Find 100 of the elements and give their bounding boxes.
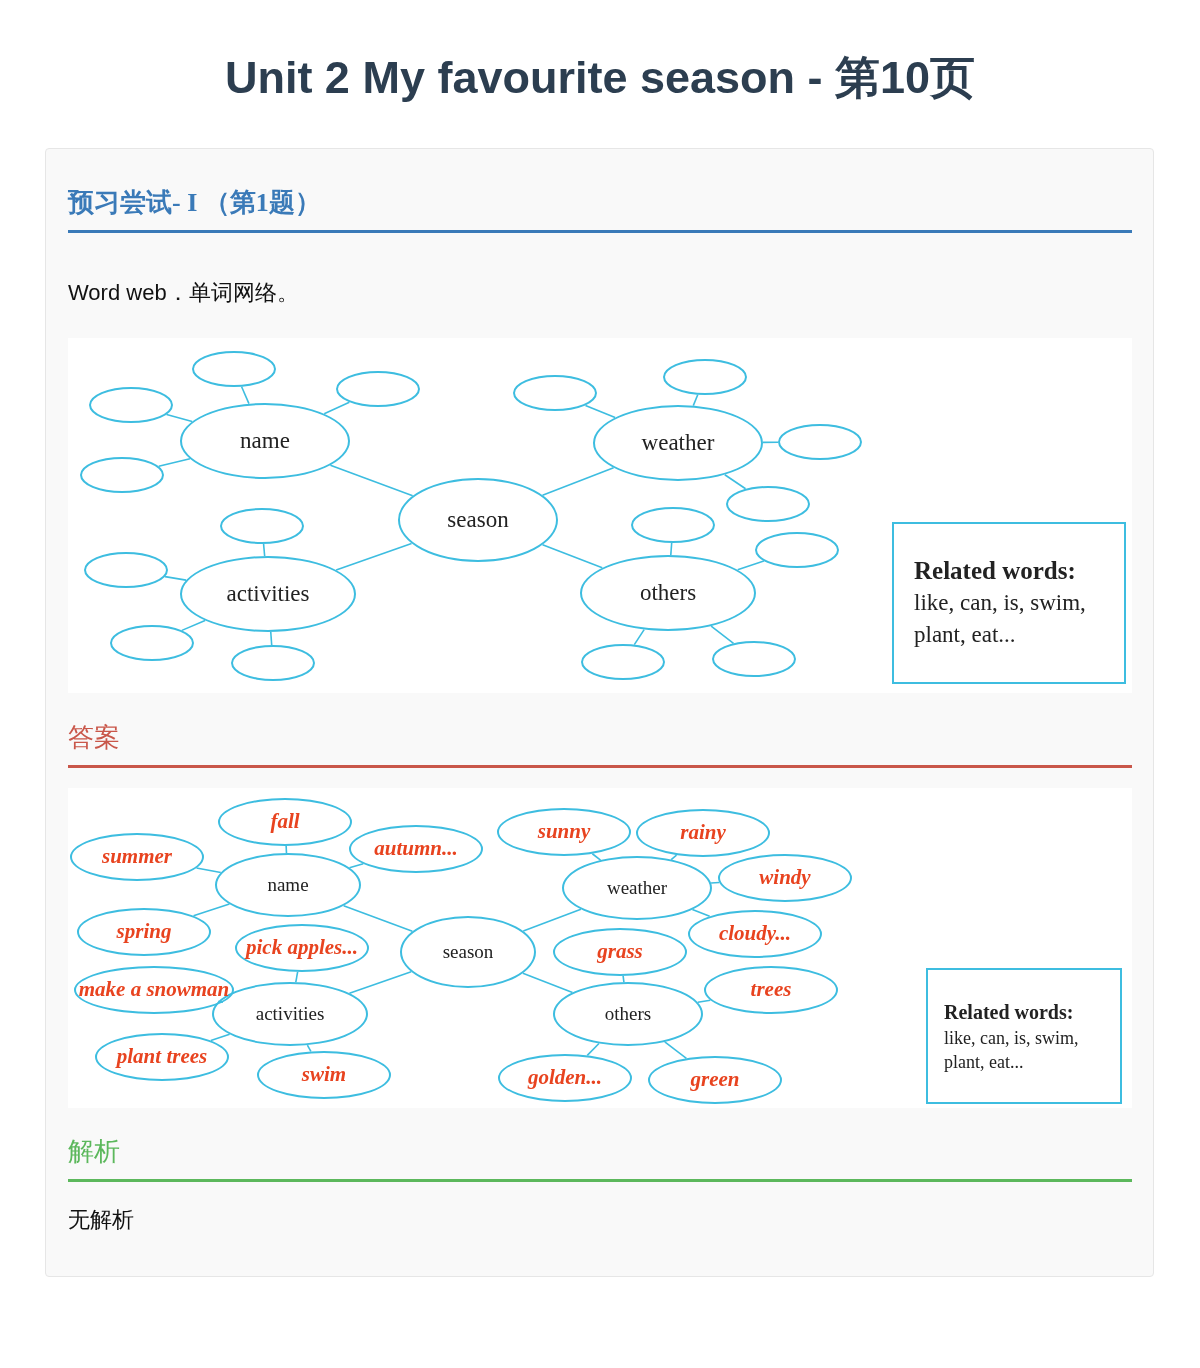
word-bubble <box>498 1054 632 1102</box>
answer-word: fall <box>270 808 300 836</box>
word-bubble <box>497 808 631 856</box>
related-words-box <box>892 522 1126 684</box>
connector-line <box>262 543 266 557</box>
connector-line <box>306 1044 312 1053</box>
empty-bubble <box>89 387 173 423</box>
connector-line <box>670 854 678 861</box>
connector-line <box>736 560 765 571</box>
word-bubble <box>704 966 838 1014</box>
connector-line <box>670 542 673 556</box>
word-bubble <box>400 916 536 988</box>
topic-word: season <box>447 505 509 534</box>
answer-word: spring <box>116 918 172 946</box>
empty-bubble <box>110 625 194 661</box>
connector-line <box>195 867 222 874</box>
box-heading: Related words: <box>944 1000 1075 1025</box>
word-bubble <box>398 478 558 562</box>
word-bubble <box>553 928 687 976</box>
word-bubble <box>235 924 369 972</box>
connector-line <box>181 619 206 632</box>
empty-bubble <box>663 359 747 395</box>
related-words-box <box>926 968 1122 1104</box>
word-bubble <box>648 1056 782 1104</box>
empty-bubble <box>513 375 597 411</box>
connector-line <box>541 467 615 496</box>
connector-line <box>663 1041 688 1060</box>
connector-line <box>164 575 187 581</box>
word-bubble <box>95 1033 229 1081</box>
answer-word: autumn... <box>374 835 458 863</box>
word-bubble <box>718 854 852 902</box>
connector-line <box>724 473 747 490</box>
topic-word: others <box>604 1001 652 1026</box>
empty-bubble <box>778 424 862 460</box>
empty-bubble <box>336 371 420 407</box>
empty-bubble <box>581 644 665 680</box>
empty-bubble <box>726 486 810 522</box>
connector-line <box>342 904 414 933</box>
connector-line <box>586 1042 600 1057</box>
instruction-text: Word web．单词网络。 <box>68 280 299 305</box>
word-bubble <box>349 825 483 873</box>
word-bubble <box>74 966 234 1014</box>
word-bubble <box>180 403 350 479</box>
word-bubble <box>553 982 703 1046</box>
connector-line <box>192 903 231 917</box>
empty-bubble <box>84 552 168 588</box>
connector-line <box>335 542 413 571</box>
answer-word: plant trees <box>116 1043 208 1071</box>
empty-bubble <box>192 351 276 387</box>
connector-line <box>710 625 735 645</box>
word-bubble <box>580 555 756 631</box>
connector-line <box>622 975 625 983</box>
answer-word: summer <box>102 843 172 871</box>
answer-word: golden... <box>527 1064 603 1092</box>
word-list: like, can, is, swim, plant, eat... <box>944 1026 1104 1074</box>
box-heading: Related words: <box>914 556 1077 586</box>
connector-line <box>691 908 711 918</box>
word-bubble <box>688 910 822 958</box>
connector-line <box>762 441 779 444</box>
word-bubble <box>636 809 770 857</box>
section-heading: 解析 <box>68 1137 120 1166</box>
connector-line <box>269 631 273 646</box>
connector-line <box>710 881 720 884</box>
connector-line <box>348 863 365 869</box>
word-list: like, can, is, swim, plant, eat... <box>914 587 1104 651</box>
answer-word: make a snowman <box>78 976 230 1004</box>
word-bubble <box>218 798 352 846</box>
connector-line <box>165 413 193 423</box>
connector-line <box>285 845 288 854</box>
empty-bubble <box>755 532 839 568</box>
connector-line <box>329 464 414 497</box>
word-bubble <box>215 853 361 917</box>
word-bubble <box>593 405 763 481</box>
answer-word: rainy <box>680 819 726 847</box>
word-bubble <box>70 833 204 881</box>
answer-word: swim <box>301 1061 347 1089</box>
empty-bubble <box>80 457 164 493</box>
answer-word: grass <box>597 938 643 966</box>
word-bubble <box>180 556 356 632</box>
connector-line <box>157 458 191 468</box>
answer-word: trees <box>750 976 792 1004</box>
answer-word: windy <box>759 864 811 892</box>
connector-line <box>348 971 412 995</box>
topic-word: weather <box>641 428 715 457</box>
answer-word: pick apples... <box>246 934 358 962</box>
topic-word: season <box>442 939 494 964</box>
connector-line <box>697 999 712 1004</box>
empty-bubble <box>231 645 315 681</box>
empty-bubble <box>220 508 304 544</box>
section-heading: 答案 <box>68 723 120 752</box>
answer-word: cloudy... <box>718 920 792 948</box>
word-bubble <box>562 856 712 920</box>
word-bubble <box>257 1051 391 1099</box>
note-text: 无解析 <box>68 1207 134 1232</box>
page-title: Unit 2 My favourite season - 第10页 <box>224 51 976 105</box>
connector-line <box>522 908 582 932</box>
connector-line <box>692 393 699 407</box>
topic-word: others <box>639 578 697 607</box>
answer-word: sunny <box>537 818 591 846</box>
connector-line <box>541 544 604 569</box>
